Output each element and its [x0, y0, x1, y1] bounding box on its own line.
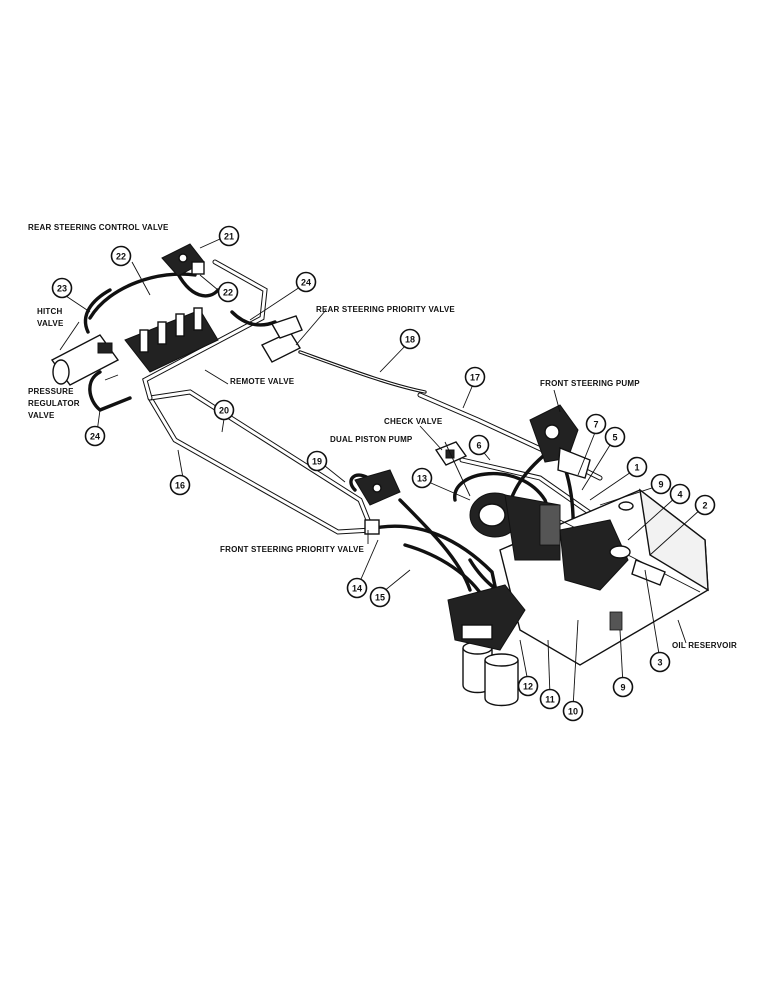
callout-20: 20 [213, 399, 235, 421]
remote-valve [124, 307, 219, 373]
hitch-valve [50, 334, 120, 386]
hose-19 [349, 473, 370, 492]
callout-7: 7 [585, 413, 607, 435]
label-remote-valve: REMOTE VALVE [230, 377, 295, 386]
hose-22 [88, 266, 220, 320]
label-dual-piston-pump: DUAL PISTON PUMP [330, 435, 413, 444]
label-front-steering-priority-valve: FRONT STEERING PRIORITY VALVE [220, 545, 364, 554]
label-oil-reservoir: OIL RESERVOIR [672, 641, 737, 650]
svg-text:9: 9 [620, 683, 625, 693]
svg-text:10: 10 [568, 707, 578, 717]
label-front-steering-pump: FRONT STEERING PUMP [540, 379, 640, 388]
hose-24-lower [88, 370, 132, 412]
svg-text:5: 5 [612, 433, 617, 443]
callout-22-upper: 22 [110, 245, 132, 267]
svg-text:13: 13 [417, 474, 427, 484]
callout-9-upper: 9 [650, 473, 672, 495]
svg-text:17: 17 [470, 373, 480, 383]
callout-19: 19 [306, 450, 328, 472]
label-pressure-regulator-line2: REGULATOR [28, 399, 80, 408]
label-pressure-regulator-line1: PRESSURE [28, 387, 74, 396]
tube-6 [459, 457, 603, 523]
callout-21: 21 [218, 225, 240, 247]
front-steering-pump [529, 404, 591, 479]
callout-12: 12 [517, 675, 539, 697]
rear-steering-control-valve [161, 243, 205, 277]
svg-text:24: 24 [301, 278, 311, 288]
leader-lines [59, 238, 703, 709]
svg-text:20: 20 [219, 406, 229, 416]
svg-text:11: 11 [545, 695, 555, 705]
svg-text:1: 1 [634, 463, 639, 473]
dual-piston-pump [469, 492, 561, 561]
reservoir-valve-block [559, 519, 666, 631]
callout-24-upper: 24 [295, 271, 317, 293]
svg-text:24: 24 [90, 432, 100, 442]
hose-24-upper [230, 310, 277, 327]
callout-17: 17 [464, 366, 486, 388]
svg-text:22: 22 [116, 252, 126, 262]
tube-16 [147, 395, 375, 535]
svg-text:23: 23 [57, 284, 67, 294]
callout-15: 15 [369, 586, 391, 608]
label-rear-steering-priority-valve: REAR STEERING PRIORITY VALVE [316, 305, 455, 314]
tube-20 [147, 389, 371, 523]
hose-18 [298, 350, 427, 394]
front-steering-priority-valve [354, 469, 401, 535]
svg-text:21: 21 [224, 232, 234, 242]
label-hitch-valve-line1: HITCH [37, 307, 62, 316]
callout-9-lower: 9 [612, 676, 634, 698]
svg-text:9: 9 [658, 480, 663, 490]
callout-3: 3 [649, 651, 671, 673]
rear-steering-priority-valve [261, 315, 303, 363]
label-rear-steering-control-valve: REAR STEERING CONTROL VALVE [28, 223, 169, 232]
svg-text:18: 18 [405, 335, 415, 345]
svg-text:19: 19 [312, 457, 322, 467]
svg-text:2: 2 [702, 501, 707, 511]
svg-text:22: 22 [223, 288, 233, 298]
label-check-valve: CHECK VALVE [384, 417, 443, 426]
callout-22-lower: 22 [217, 281, 239, 303]
svg-text:12: 12 [523, 682, 533, 692]
callout-10: 10 [562, 700, 584, 722]
label-hitch-valve-line2: VALVE [37, 319, 64, 328]
label-pressure-regulator-line3: VALVE [28, 411, 55, 420]
callout-2: 2 [694, 494, 716, 516]
callout-16: 16 [169, 474, 191, 496]
svg-text:14: 14 [352, 584, 362, 594]
callout-4: 4 [669, 483, 691, 505]
tube-upper-rear [142, 259, 268, 401]
svg-text:7: 7 [593, 420, 598, 430]
svg-text:4: 4 [677, 490, 682, 500]
svg-text:15: 15 [375, 593, 385, 603]
callout-24-lower: 24 [84, 425, 106, 447]
callout-11: 11 [539, 688, 561, 710]
callout-18: 18 [399, 328, 421, 350]
svg-text:6: 6 [476, 441, 481, 451]
svg-text:3: 3 [657, 658, 662, 668]
callout-1: 1 [626, 456, 648, 478]
svg-text:16: 16 [175, 481, 185, 491]
callout-14: 14 [346, 577, 368, 599]
callout-5: 5 [604, 426, 626, 448]
check-valve [434, 441, 468, 466]
hose-23 [83, 288, 112, 334]
callout-23: 23 [51, 277, 73, 299]
callout-6: 6 [468, 434, 490, 456]
callout-13: 13 [411, 467, 433, 489]
filter-canisters [447, 584, 526, 707]
